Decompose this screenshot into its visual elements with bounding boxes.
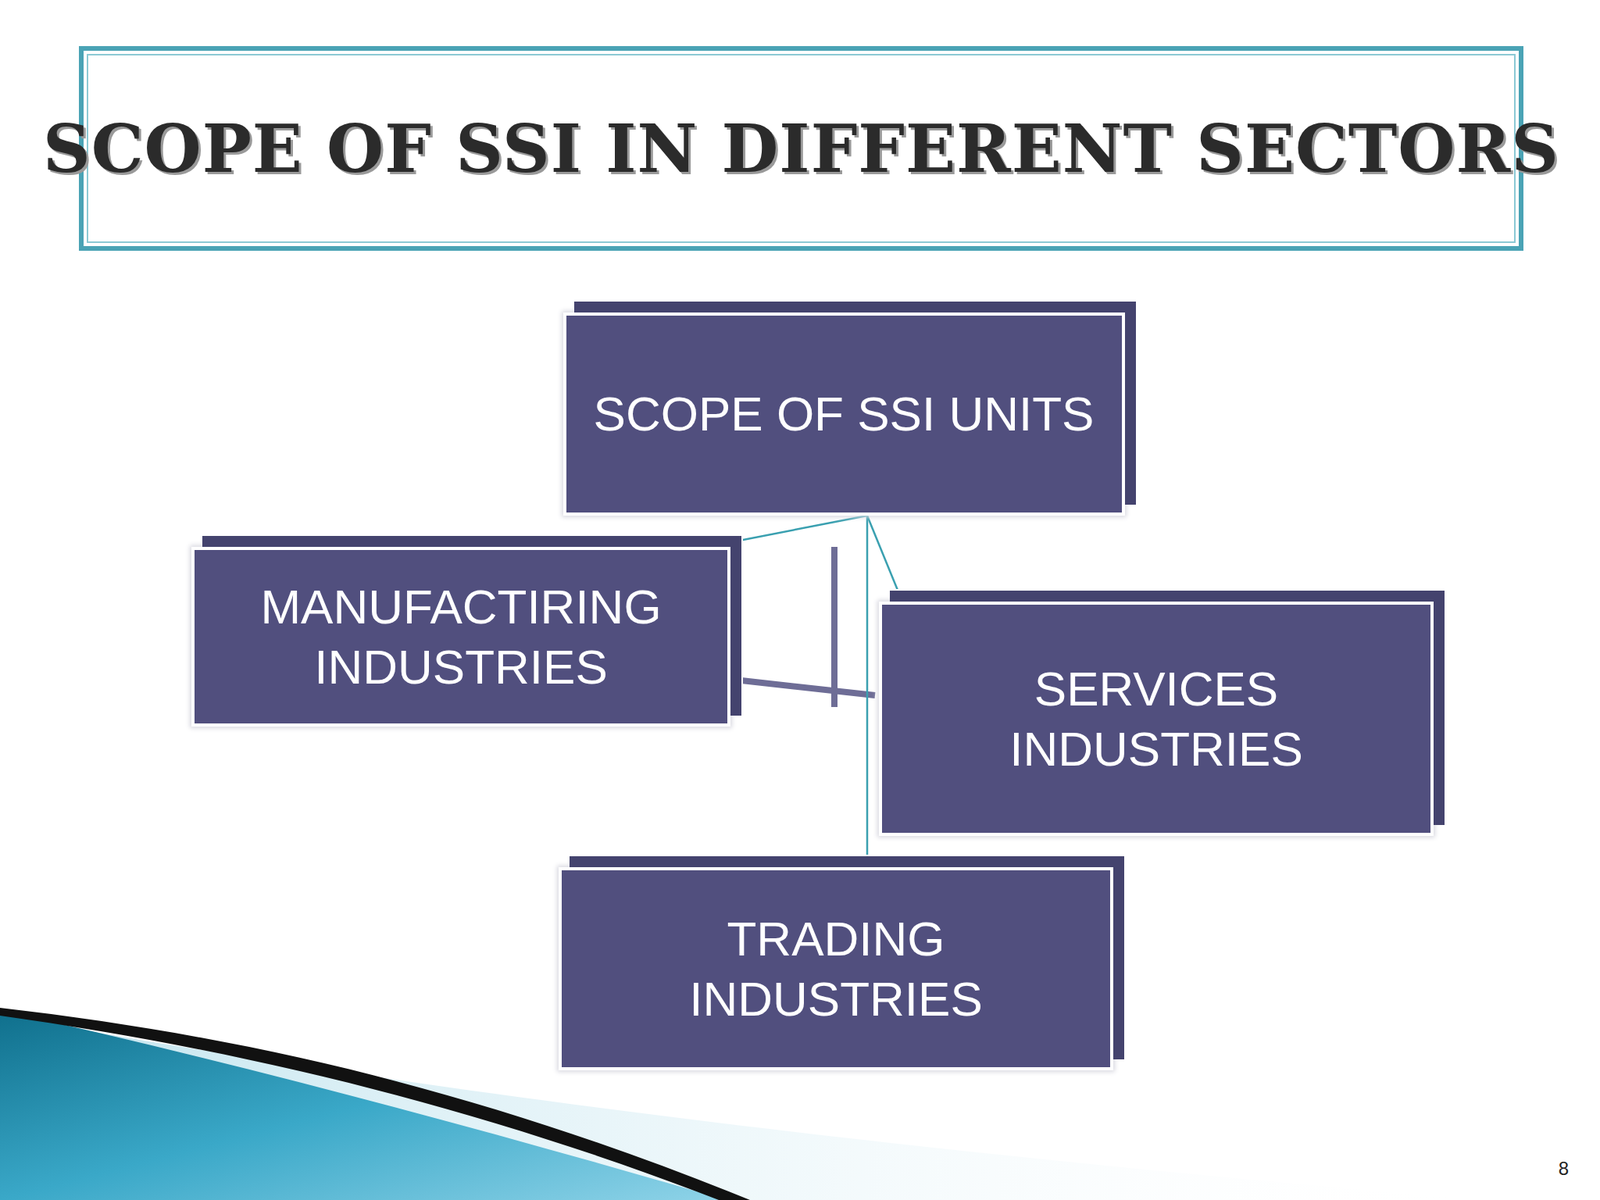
box-label: SERVICES INDUSTRIES (905, 658, 1408, 780)
box-label: TRADING INDUSTRIES (585, 908, 1087, 1030)
scope-box: TRADING INDUSTRIES (558, 867, 1114, 1071)
box-label: SCOPE OF SSI UNITS (593, 383, 1095, 445)
box-label: MANUFACTIRING INDUSTRIES (217, 576, 704, 698)
connector-bar (831, 546, 838, 708)
arrow-connector (867, 515, 903, 602)
scope-box: SCOPE OF SSI UNITS (563, 312, 1125, 516)
scope-box: SERVICES INDUSTRIES (878, 601, 1434, 836)
title-frame: SCOPE OF SSI IN DIFFERENT SECTORS (78, 46, 1524, 251)
arrow-connector (707, 515, 868, 547)
arrow-connector (866, 515, 869, 868)
slide-number: 8 (1558, 1157, 1569, 1180)
scope-box: MANUFACTIRING INDUSTRIES (191, 546, 731, 727)
slide-title: SCOPE OF SSI IN DIFFERENT SECTORS (42, 110, 1560, 188)
connector-bar (734, 679, 875, 696)
